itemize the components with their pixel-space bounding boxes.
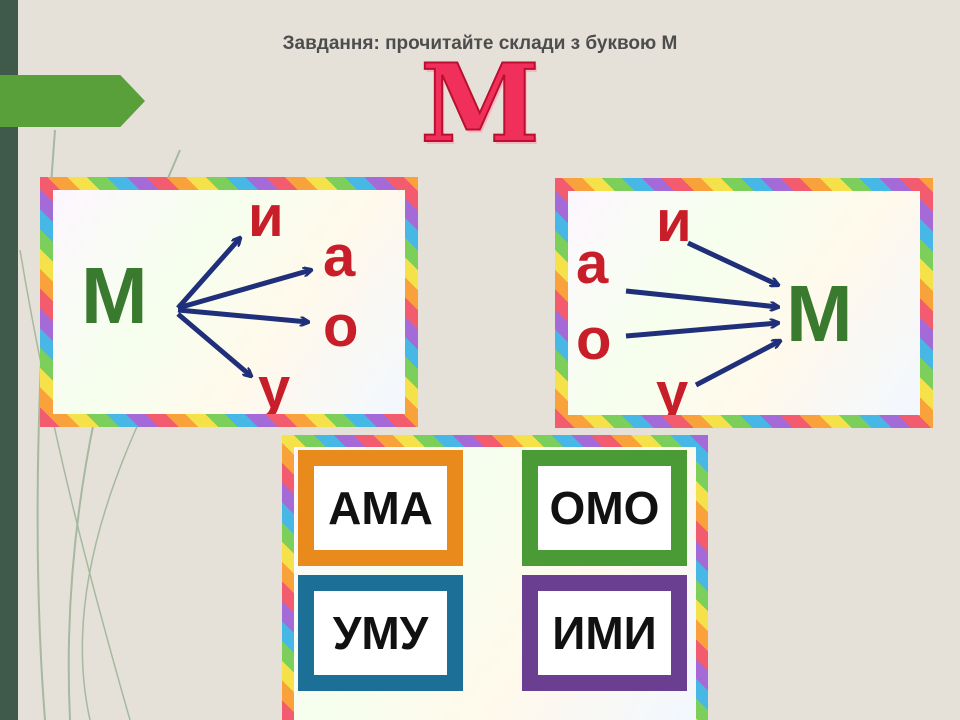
right-consonant-m: М: [786, 269, 853, 358]
arrow-u-to-right: [694, 341, 780, 388]
arrow-left-to-a: [177, 270, 311, 311]
right-vowel-a: а: [576, 231, 609, 296]
card-bottom: АМА ОМО УМУ ИМИ: [282, 435, 708, 720]
left-vowel-a: а: [323, 224, 356, 289]
green-arrow-banner: [0, 75, 145, 127]
left-consonant-m: М: [81, 251, 148, 340]
side-bar: [0, 0, 18, 720]
card-right: и а о у М: [555, 178, 933, 428]
arrow-left-to-i: [176, 238, 240, 310]
card-right-inner: и а о у М: [568, 191, 920, 415]
left-vowel-i: и: [248, 190, 284, 249]
right-vowel-o: о: [576, 307, 611, 372]
right-vowel-i: и: [656, 191, 692, 254]
left-vowel-o: о: [323, 294, 358, 359]
arrow-left-to-u: [176, 312, 251, 376]
syllable-text: АМА: [328, 482, 433, 534]
syllable-box-ama: АМА: [298, 450, 463, 566]
card-left: М и а о у: [40, 177, 418, 427]
arrow-o-to-right: [625, 323, 778, 339]
arrow-i-to-right: [686, 240, 778, 285]
syllable-box-umu: УМУ: [298, 575, 463, 691]
arrow-a-to-right: [625, 288, 778, 307]
task-title: Завдання: прочитайте склади з буквою М: [282, 33, 678, 54]
diagram-right-svg: и а о у М: [576, 191, 853, 415]
big-letter-m: М: [419, 41, 541, 167]
syllable-box-imi: ИМИ: [522, 575, 687, 691]
arrow-left-to-o: [177, 307, 308, 322]
syllable-text: ИМИ: [552, 607, 657, 659]
right-vowel-u: у: [656, 361, 688, 415]
syllable-text: УМУ: [332, 607, 429, 659]
left-vowel-u: у: [258, 356, 290, 414]
card-left-inner: М и а о у: [53, 190, 405, 414]
syllable-text: ОМО: [549, 482, 660, 534]
card-bottom-inner: АМА ОМО УМУ ИМИ: [294, 447, 696, 720]
syllable-box-omo: ОМО: [522, 450, 687, 566]
diagram-left-svg: М и а о у: [81, 190, 358, 414]
